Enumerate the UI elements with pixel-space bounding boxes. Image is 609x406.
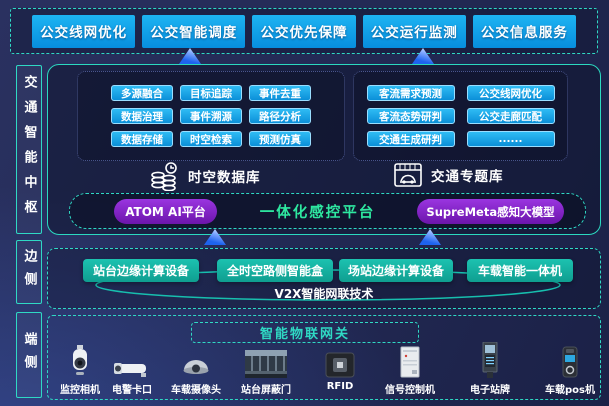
- analysis-capability-group: 客流需求预测 公交线网优化 客流态势研判 公交走廊匹配 交通生成研判 .....…: [353, 71, 568, 161]
- capability-chip: 客流需求预测: [366, 85, 455, 101]
- v2x-network-label: V2X智能网联技术: [274, 287, 374, 301]
- platform-title: 一体化感控平台: [259, 204, 376, 221]
- terminal-device: 监控相机: [50, 342, 110, 396]
- intelligent-hub-box: 多源融合 目标追踪 事件去重 数据治理 事件溯源 路径分析 数据存储 时空检索 …: [47, 64, 601, 235]
- device-label: RFID: [326, 381, 354, 392]
- terminal-device: 电警卡口: [102, 342, 162, 396]
- capability-chip: 事件溯源: [180, 108, 242, 124]
- terminal-device: 电子站牌: [460, 342, 520, 396]
- capability-chip: 路径分析: [249, 108, 311, 124]
- device-label: 车载摄像头: [171, 385, 221, 396]
- traffic-theme-database: 交通专题库: [393, 161, 504, 189]
- device-label: 电子站牌: [470, 385, 510, 396]
- capability-chip: 数据存储: [111, 131, 173, 147]
- capability-chip: 客流态势研判: [366, 108, 455, 124]
- edge-layer-box: 站台边缘计算设备 全时空路侧智能盒 场站边缘计算设备 车载智能一体机 V2X智能…: [47, 248, 601, 309]
- application-layer-box: 公交线网优化 公交智能调度 公交优先保障 公交运行监测 公交信息服务: [10, 8, 598, 54]
- device-label: 车载pos机: [545, 385, 595, 396]
- electronic-stop-sign-image: [482, 342, 498, 378]
- terminal-device: 信号控制机: [380, 342, 440, 396]
- capability-chip: 公交线网优化: [466, 85, 555, 101]
- capability-chip: 目标追踪: [180, 85, 242, 101]
- data-capability-group: 多源融合 目标追踪 事件去重 数据治理 事件溯源 路径分析 数据存储 时空检索 …: [77, 71, 345, 161]
- layer-label-intelligent-hub: 交通智能中枢: [16, 65, 42, 234]
- capability-chip: 事件去重: [249, 85, 311, 101]
- bullet-camera-image: [114, 363, 146, 377]
- capability-chip: ......: [466, 131, 555, 147]
- atom-ai-platform-badge: ATOM AI平台: [114, 199, 217, 224]
- layer-label-text: 交通智能中枢: [21, 74, 37, 225]
- timespace-database: 时空数据库: [148, 161, 261, 191]
- integrated-sensing-platform-box: ATOM AI平台 一体化感控平台 SupreMeta感知大模型: [69, 193, 586, 229]
- app-bus-information-service: 公交信息服务: [472, 14, 577, 48]
- capability-chip: 预测仿真: [249, 131, 311, 147]
- iot-gateway-box: 智能物联网关: [191, 322, 419, 343]
- edge-node-depot-computing: 场站边缘计算设备: [339, 259, 453, 282]
- terminal-layer-box: 智能物联网关 监控相机: [47, 315, 601, 400]
- app-bus-network-optimization: 公交线网优化: [32, 14, 136, 48]
- app-bus-priority-guarantee: 公交优先保障: [252, 14, 356, 48]
- supremeta-model-badge: SupreMeta感知大模型: [417, 199, 564, 224]
- device-label: 电警卡口: [112, 385, 152, 396]
- database-clock-icon: [151, 162, 177, 191]
- onboard-pos-image: [562, 346, 578, 378]
- platform-screen-door-image: [245, 350, 287, 378]
- edge-node-roadside-smart-box: 全时空路侧智能盒: [217, 259, 333, 282]
- layer-label-text: 端侧: [21, 332, 37, 378]
- capability-chip: 时空检索: [180, 131, 242, 147]
- layer-label-text: 边侧: [21, 249, 37, 295]
- device-label: 站台屏蔽门: [241, 385, 291, 396]
- rfid-tag-image: [325, 352, 355, 378]
- capability-chip: 交通生成研判: [366, 131, 455, 147]
- layer-label-edge: 边侧: [16, 240, 42, 304]
- capability-chip: 多源融合: [111, 85, 173, 101]
- edge-node-platform-computing: 站台边缘计算设备: [83, 259, 199, 282]
- ptz-camera-image: [73, 345, 87, 375]
- edge-node-onboard-aio: 车载智能一体机: [467, 259, 573, 282]
- app-bus-smart-dispatch: 公交智能调度: [142, 14, 246, 48]
- signal-controller-image: [400, 346, 420, 378]
- database-label: 时空数据库: [188, 170, 261, 186]
- app-bus-operation-monitoring: 公交运行监测: [362, 14, 466, 48]
- garage-car-icon: [394, 163, 422, 187]
- terminal-device: 车载pos机: [540, 342, 600, 396]
- capability-chip: 数据治理: [111, 108, 173, 124]
- layer-label-terminal: 端侧: [16, 312, 42, 398]
- database-label: 交通专题库: [431, 169, 504, 185]
- capability-chip: 公交走廊匹配: [466, 108, 555, 124]
- dome-camera-image: [183, 360, 209, 374]
- terminal-device: RFID: [310, 342, 370, 392]
- terminal-device: 车载摄像头: [166, 342, 226, 396]
- terminal-device: 站台屏蔽门: [236, 342, 296, 396]
- device-label: 信号控制机: [385, 385, 435, 396]
- device-label: 监控相机: [60, 385, 100, 396]
